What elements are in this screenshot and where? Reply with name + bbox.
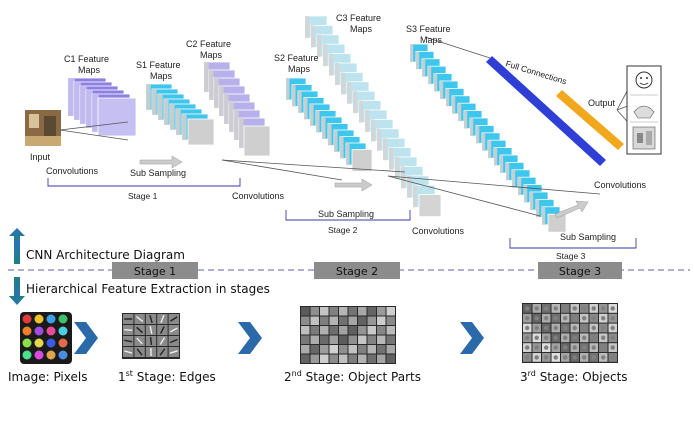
stage-box-1: Stage 1 (112, 262, 198, 279)
label-s3-line2: Maps (420, 35, 443, 45)
output-images (626, 65, 662, 155)
feature-map-stacks (67, 15, 567, 233)
label-convolutions-1: Convolutions (46, 166, 99, 176)
up-arrow-icon (9, 228, 25, 264)
svg-text:Stage 2: Stage 2 (336, 265, 378, 278)
label-c1-line2: Maps (78, 65, 101, 75)
caption-pixels: Image: Pixels (8, 370, 87, 384)
s3-feature-maps (409, 43, 567, 233)
label-subsampling-1: Sub Sampling (130, 168, 186, 178)
label-c2-line1: C2 Feature (186, 39, 231, 49)
edges-image (122, 313, 180, 359)
svg-text:Stage 3: Stage 3 (559, 265, 601, 278)
label-s1-line1: S1 Feature (136, 60, 181, 70)
subsampling-arrows (139, 155, 589, 219)
label-subsampling-2: Sub Sampling (318, 209, 374, 219)
label-convolutions-2: Convolutions (232, 191, 285, 201)
label-s1-line2: Maps (150, 71, 173, 81)
label-c1-line1: C1 Feature (64, 54, 109, 64)
svg-text:Stage 1: Stage 1 (134, 265, 176, 278)
caption-edges: 1st Stage: Edges (118, 369, 216, 384)
c2-feature-maps (203, 61, 271, 157)
chevron-right-icon (460, 322, 484, 354)
label-output: Output (588, 98, 616, 108)
down-arrow-icon (9, 277, 25, 305)
label-c3-line1: C3 Feature (336, 13, 381, 23)
label-s2-line2: Maps (288, 64, 311, 74)
pixels-image (20, 312, 72, 364)
stage-box-3: Stage 3 (538, 262, 622, 279)
label-c2-line2: Maps (200, 50, 223, 60)
full-connection-bars (486, 56, 624, 166)
objects-image (522, 303, 618, 363)
s2-feature-maps (285, 77, 373, 172)
stage-box-2: Stage 2 (314, 262, 400, 279)
label-stage2: Stage 2 (328, 225, 358, 235)
caption-objects: 3rd Stage: Objects (520, 369, 628, 384)
stage-brackets (47, 178, 637, 249)
chevron-right-icon (74, 322, 98, 354)
label-s3-line1: S3 Feature (406, 24, 451, 34)
legend-up-text: CNN Architecture Diagram (26, 248, 185, 262)
label-convolutions-3: Convolutions (412, 226, 465, 236)
c3-feature-maps (304, 15, 442, 218)
label-c3-line2: Maps (350, 24, 373, 34)
label-convolutions-4: Convolutions (594, 180, 647, 190)
label-stage1: Stage 1 (128, 191, 158, 201)
legend-down-text: Hierarchical Feature Extraction in stage… (26, 282, 270, 296)
caption-object-parts: 2nd Stage: Object Parts (284, 369, 421, 384)
object-parts-image (300, 306, 396, 364)
chevron-right-icon (238, 322, 262, 354)
s1-feature-maps (145, 83, 215, 146)
label-s2-line1: S2 Feature (274, 53, 319, 63)
c1-feature-maps (67, 77, 137, 137)
input-image (25, 110, 61, 146)
label-subsampling-3: Sub Sampling (560, 232, 616, 242)
label-input: Input (30, 152, 51, 162)
label-stage3: Stage 3 (556, 251, 586, 261)
